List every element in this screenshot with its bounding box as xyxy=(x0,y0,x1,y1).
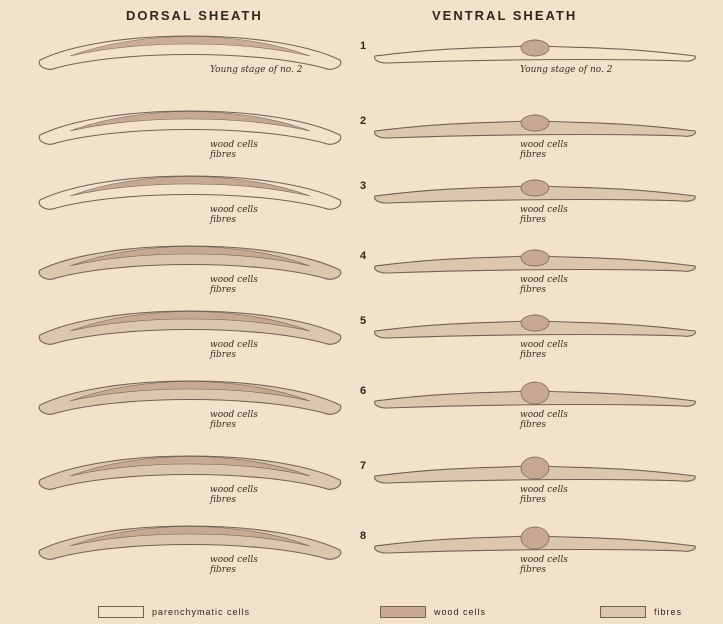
ventral-label-text: fibres xyxy=(519,420,546,430)
dorsal-label-text: fibres xyxy=(209,565,236,575)
dorsal-label-text: wood cells xyxy=(210,555,258,565)
dorsal-label-text: wood cells xyxy=(210,140,258,150)
dorsal-label-text: fibres xyxy=(209,420,236,430)
ventral-label-text: fibres xyxy=(519,565,546,575)
dorsal-label-text: wood cells xyxy=(210,205,258,215)
parenchyma-swatch xyxy=(98,606,144,618)
ventral-wood-core xyxy=(521,115,549,131)
dorsal-label-text: wood cells xyxy=(210,340,258,350)
ventral-wood-core xyxy=(521,40,549,56)
ventral-label-text: fibres xyxy=(519,495,546,505)
wood-swatch xyxy=(380,606,426,618)
legend-item-fibres: fibres xyxy=(600,606,682,618)
dorsal-label-text: wood cells xyxy=(210,410,258,420)
ventral-label-text: fibres xyxy=(519,350,546,360)
ventral-label-text: wood cells xyxy=(520,555,568,565)
fibre-swatch xyxy=(600,606,646,618)
ventral-label-text: fibres xyxy=(519,215,546,225)
dorsal-label-text: wood cells xyxy=(210,275,258,285)
sheath-row: Young stage of no. 2 Young stage of no. 2 xyxy=(39,36,695,75)
dorsal-label-text: fibres xyxy=(209,215,236,225)
ventral-label-text: fibres xyxy=(519,285,546,295)
legend: parenchymatic cells wood cells fibres xyxy=(0,604,723,624)
row-number: 8 xyxy=(360,530,366,542)
ventral-wood-core xyxy=(521,457,549,479)
legend-item-parenchymatic: parenchymatic cells xyxy=(98,606,250,618)
legend-label-parenchymatic: parenchymatic cells xyxy=(152,607,250,617)
dorsal-label-text: Young stage of no. 2 xyxy=(210,65,303,75)
row-number: 5 xyxy=(360,315,366,327)
dorsal-label-text: fibres xyxy=(209,495,236,505)
ventral-label-text: wood cells xyxy=(520,340,568,350)
ventral-label-text: wood cells xyxy=(520,205,568,215)
ventral-label-text: wood cells xyxy=(520,410,568,420)
row-number: 2 xyxy=(360,115,366,127)
ventral-wood-core xyxy=(521,180,549,196)
row-number: 6 xyxy=(360,385,366,397)
ventral-label-text: wood cells xyxy=(520,485,568,495)
legend-label-fibres: fibres xyxy=(654,607,682,617)
legend-item-wood: wood cells xyxy=(380,606,486,618)
row-number: 3 xyxy=(360,180,366,192)
ventral-wood-core xyxy=(521,315,549,331)
dorsal-label-text: fibres xyxy=(209,285,236,295)
row-number: 4 xyxy=(360,250,366,262)
ventral-label-text: fibres xyxy=(519,150,546,160)
row-number: 1 xyxy=(360,40,366,52)
dorsal-label-text: fibres xyxy=(209,150,236,160)
ventral-wood-core xyxy=(521,527,549,549)
dorsal-label-text: wood cells xyxy=(210,485,258,495)
ventral-wood-core xyxy=(521,250,549,266)
ventral-label-text: Young stage of no. 2 xyxy=(520,65,613,75)
dorsal-label-text: fibres xyxy=(209,350,236,360)
ventral-label-text: wood cells xyxy=(520,275,568,285)
legend-label-wood: wood cells xyxy=(434,607,486,617)
row-number: 7 xyxy=(360,460,366,472)
ventral-label-text: wood cells xyxy=(520,140,568,150)
ventral-wood-core xyxy=(521,382,549,404)
